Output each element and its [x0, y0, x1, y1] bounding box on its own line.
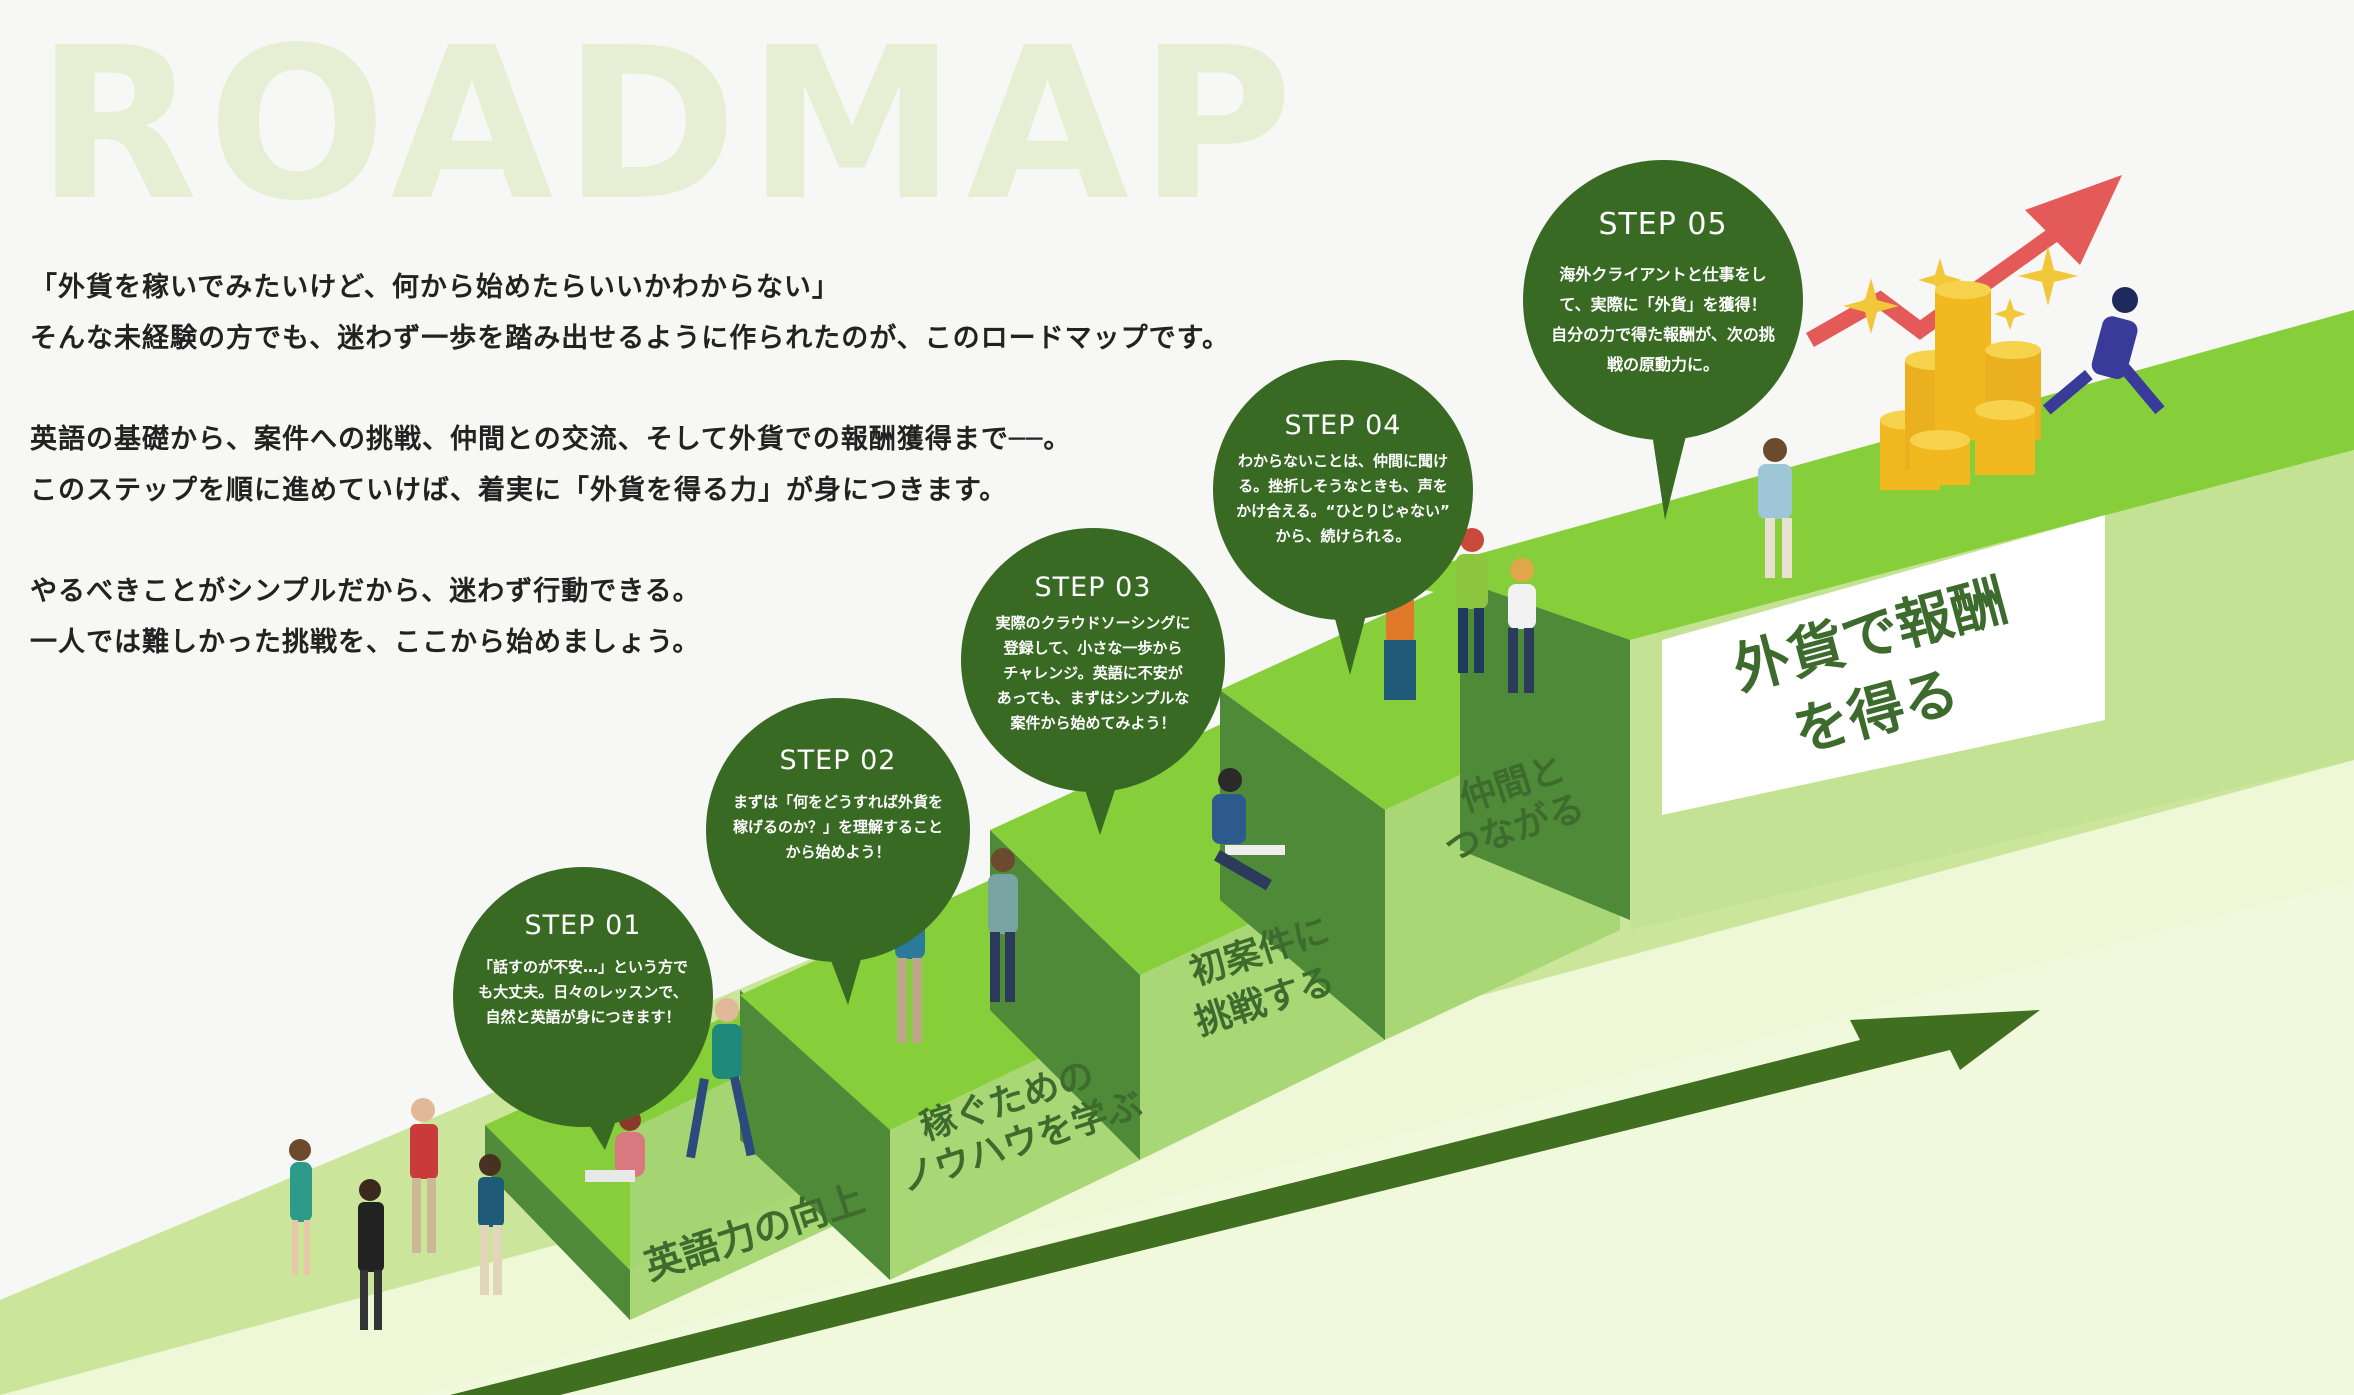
intro-line-2: そんな未経験の方でも、迷わず一歩を踏み出せるように作られたのが、このロードマップ…: [30, 323, 1230, 354]
step3-desc: 実際のクラウドソーシングに 登録して、小さな一歩から チャレンジ。英語に不安が …: [995, 614, 1191, 732]
sparkle-icon: [1843, 246, 2078, 334]
intro-line-3: 英語の基礎から、案件への挑戦、仲間との交流、そして外貨での報酬獲得まで──。: [30, 424, 1072, 455]
step1-label: 英語力の向上: [639, 1176, 869, 1288]
step1-desc: 「話すのが不安…」という方で も大丈夫。日々のレッスンで、 自然と英語が身につき…: [477, 958, 688, 1026]
step4-desc: わからないことは、仲間に聞け る。挫折しそうなときも、声を かけ合える。“ひとり…: [1236, 452, 1450, 545]
step1-side: [485, 1125, 630, 1320]
intro-line-1: 「外貨を稼いでみたいけど、何から始めたらいいかわからない」: [30, 272, 840, 303]
step4-side: [1220, 690, 1385, 1040]
step2-side: [740, 995, 890, 1280]
coin-stack-icon: [1880, 281, 2041, 490]
step2-title: STEP 02: [779, 745, 897, 776]
red-arrow-head: [2025, 175, 2122, 265]
speech-bubbles: [453, 160, 1803, 1150]
intro-text: 「外貨を稼いでみたいけど、何から始めたらいいかわからない」 そんな未経験の方でも…: [30, 262, 1430, 668]
growth-arrow-icon: [450, 1010, 2040, 1395]
step5-title: STEP 05: [1598, 207, 1728, 242]
step5-top: [1385, 310, 2354, 640]
background-title: ROADMAP: [36, 2, 1303, 247]
step3-side: [990, 830, 1140, 1160]
intro-line-4: このステップを順に進めていけば、着実に「外貨を得る力」が身につきます。: [30, 475, 1008, 506]
step3-title: STEP 03: [1034, 572, 1152, 603]
step5-desc: 海外クライアントと仕事をし て、実際に「外貨」を獲得！ 自分の力で得た報酬が、次…: [1551, 265, 1775, 374]
intro-line-5: やるべきことがシンプルだから、迷わず行動できる。: [30, 576, 701, 607]
intro-line-6: 一人では難しかった挑戦を、ここから始めましょう。: [30, 627, 701, 658]
red-trend-line: [1806, 223, 2065, 347]
step3-bubble: STEP 03 実際のクラウドソーシングに 登録して、小さな一歩から チャレンジ…: [961, 572, 1225, 736]
step2-bubble: STEP 02 まずは「何をどうすれば外貨を 稼げるのか？」を理解すること から…: [706, 745, 970, 865]
step5-side: [1460, 580, 1630, 920]
step2-desc: まずは「何をどうすれば外貨を 稼げるのか？」を理解すること から始めよう！: [732, 793, 943, 861]
step1-title: STEP 01: [524, 910, 642, 941]
step4-title: STEP 04: [1284, 410, 1402, 441]
step4-bubble: STEP 04 わからないことは、仲間に聞け る。挫折しそうなときも、声を かけ…: [1213, 410, 1473, 549]
step5-bubble: STEP 05 海外クライアントと仕事をし て、実際に「外貨」を獲得！ 自分の力…: [1523, 207, 1803, 380]
step1-bubble: STEP 01 「話すのが不安…」という方で も大丈夫。日々のレッスンで、 自然…: [453, 910, 713, 1030]
goal-box: [1662, 515, 2105, 815]
